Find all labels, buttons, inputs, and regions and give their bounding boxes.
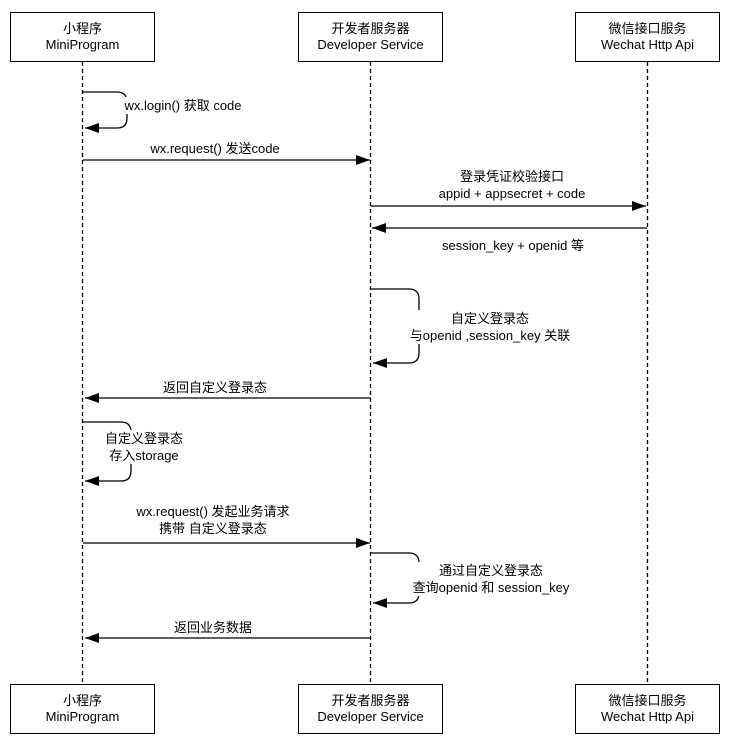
actor-developer-service-label-zh: 开发者服务器 [331,693,410,708]
message-label-session-key: session_key + openid 等 [439,237,587,254]
actor-wechat-api-label-zh: 微信接口服务 [608,21,687,36]
message-label-business-request: wx.request() 发起业务请求 携带 自定义登录态 [134,503,292,537]
actor-wechat-api-label-zh: 微信接口服务 [608,693,687,708]
actor-developer-service-label-zh: 开发者服务器 [331,21,410,36]
actor-wechat-api-label-en: Wechat Http Api [601,37,694,52]
actor-miniprogram-top: 小程序 MiniProgram [10,12,155,62]
actor-miniprogram-label-en: MiniProgram [45,709,120,724]
message-label-business-request-line2: 携带 自定义登录态 [159,521,267,536]
message-label-login: wx.login() 获取 code [122,97,244,114]
message-label-return-state: 返回自定义登录态 [160,379,270,396]
message-label-custom-state-line2: 与openid ,session_key 关联 [409,328,571,343]
actor-miniprogram-label-en: MiniProgram [45,37,120,52]
message-label-verify-api: 登录凭证校验接口 appid + appsecret + code [436,168,588,202]
message-label-return-data: 返回业务数据 [171,619,255,636]
message-label-custom-state: 自定义登录态 与openid ,session_key 关联 [407,310,573,344]
message-label-store-state: 自定义登录态 存入storage [102,430,186,464]
message-label-query-state-line1: 通过自定义登录态 [438,563,543,578]
actor-miniprogram-label-zh: 小程序 [62,693,102,708]
actor-miniprogram-bottom: 小程序 MiniProgram [10,684,155,734]
message-label-verify-api-line1: 登录凭证校验接口 [459,169,565,184]
message-label-business-request-line1: wx.request() 发起业务请求 [136,504,290,519]
message-label-store-state-line1: 自定义登录态 [104,431,184,446]
message-label-verify-api-line2: appid + appsecret + code [438,186,586,201]
actor-developer-service-bottom: 开发者服务器 Developer Service [298,684,443,734]
message-label-query-state-line2: 查询openid 和 session_key [412,580,570,595]
message-label-query-state: 通过自定义登录态 查询openid 和 session_key [410,562,572,596]
actor-developer-service-top: 开发者服务器 Developer Service [298,12,443,62]
actor-miniprogram-label-zh: 小程序 [62,21,102,36]
actor-wechat-api-top: 微信接口服务 Wechat Http Api [575,12,720,62]
self-loop-login-arrow [83,91,128,133]
message-label-store-state-line2: 存入storage [109,448,179,463]
actor-wechat-api-bottom: 微信接口服务 Wechat Http Api [575,684,720,734]
actor-wechat-api-label-en: Wechat Http Api [601,709,694,724]
actor-developer-service-label-en: Developer Service [317,37,424,52]
message-label-custom-state-line1: 自定义登录态 [450,311,530,326]
message-label-send-code: wx.request() 发送code [148,140,282,157]
actor-developer-service-label-en: Developer Service [317,709,424,724]
